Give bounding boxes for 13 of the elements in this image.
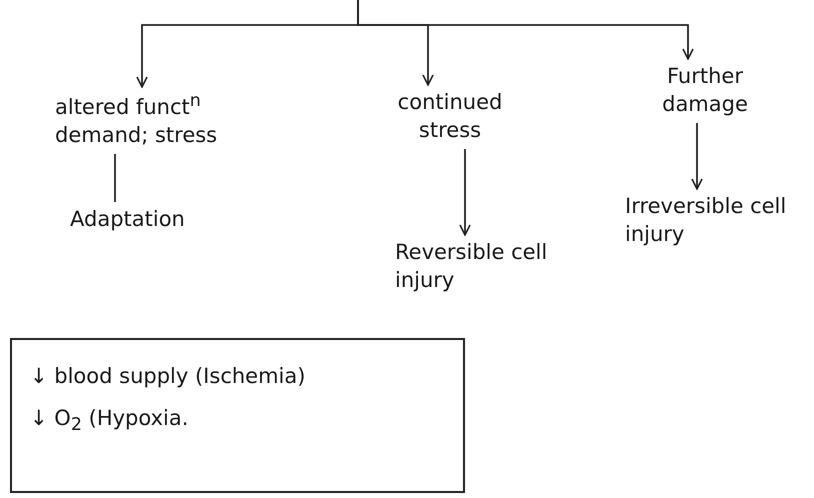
node-text: Irreversible cell injury (625, 193, 788, 248)
node-text: altered funct$^{n}$ demand; stress (55, 90, 218, 150)
node-text: Reversible cell injury (395, 239, 548, 294)
arrow (357, 0, 694, 60)
note-box (10, 338, 465, 493)
arrow (691, 123, 703, 190)
node-text: Further damage (661, 63, 749, 118)
arrow (459, 149, 471, 236)
node-text: ↓ blood supply (Ischemia) (30, 363, 306, 390)
node-text: continued stress (396, 89, 504, 144)
node-text: Adaptation (70, 206, 186, 233)
connector-line (114, 154, 116, 202)
node-text: ↓ O$_{2}$ (Hypoxia. (30, 405, 190, 438)
